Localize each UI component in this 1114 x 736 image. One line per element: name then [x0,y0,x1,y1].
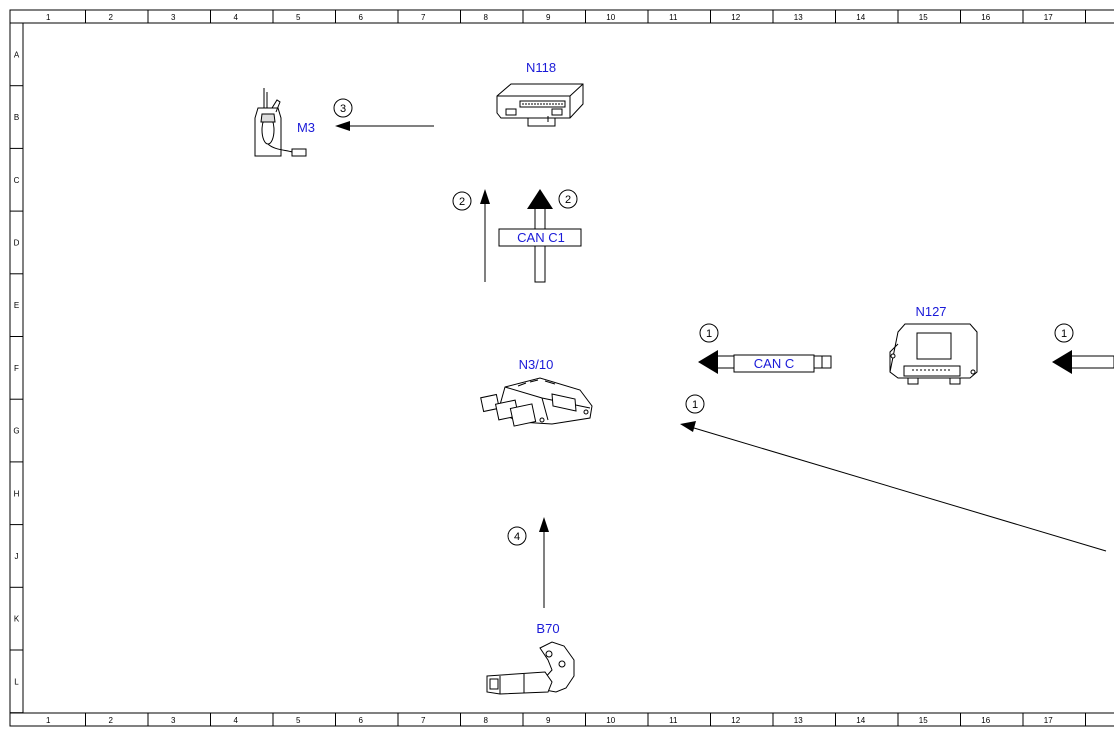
callout-3: 3 [333,98,353,118]
column-label: 9 [546,716,551,725]
row-label: K [14,615,20,624]
column-label: 7 [421,13,426,22]
column-label: 10 [606,716,615,725]
column-label: 3 [171,716,176,725]
n127-module[interactable]: N127 [889,304,978,385]
signal-arrow-b70-to-n3-10 [539,517,549,608]
column-label: 6 [359,716,364,725]
column-label: 7 [421,716,426,725]
column-label: 12 [731,13,740,22]
row-label: A [14,50,20,59]
callout-1-can-c-number: 1 [706,328,712,340]
column-label: 15 [919,13,928,22]
incoming-arrow-to-n127 [1052,350,1114,374]
column-label: 8 [484,13,489,22]
column-label: 4 [234,716,239,725]
n127-icon [889,323,978,385]
callout-1-right-number: 1 [1061,328,1067,340]
column-label: 2 [109,13,114,22]
n118-icon [496,83,584,127]
row-label: H [14,489,20,498]
callout-2-left-number: 2 [459,196,465,208]
column-label: 16 [981,716,990,725]
n127-label: N127 [915,304,946,319]
row-label: G [13,427,19,436]
m3-label: M3 [297,120,315,135]
b70-sensor[interactable]: B70 [486,621,575,695]
column-label: 3 [171,13,176,22]
column-label: 12 [731,716,740,725]
callout-1-right: 1 [1054,323,1074,343]
column-label: 6 [359,13,364,22]
column-label: 4 [234,13,239,22]
n3-10-label: N3/10 [519,357,554,372]
column-label: 17 [1044,13,1053,22]
column-label: 2 [109,716,114,725]
m3-component[interactable]: M3 [254,88,315,157]
frame [9,9,1114,727]
row-label: C [14,176,20,185]
can-c1-bus-arrow: CAN C1 [498,189,582,283]
n3-10-icon [480,377,593,427]
n118-label: N118 [526,60,556,75]
column-label: 15 [919,716,928,725]
callout-4-number: 4 [514,531,520,543]
n3-10-control-unit[interactable]: N3/10 [480,357,593,427]
row-label: J [15,552,19,561]
column-label: 16 [981,13,990,22]
can-c1-label: CAN C1 [517,230,565,245]
row-ruler: A B C D E F G H J K L [10,50,23,714]
callout-4: 4 [507,526,527,546]
row-label: B [14,113,19,122]
row-label: E [14,301,19,310]
callout-1-diagonal: 1 [685,394,705,414]
column-label: 11 [669,13,678,22]
b70-icon [486,641,575,695]
column-label: 13 [794,716,803,725]
callout-3-number: 3 [340,103,346,115]
signal-arrow-n118-to-m3 [335,121,434,131]
can-c-bus-arrow: CAN C [698,350,832,374]
column-label: 10 [606,13,615,22]
diagonal-signal-arrow [680,421,1107,552]
column-label: 5 [296,13,301,22]
signal-arrow-n3-10-to-n118 [480,189,490,282]
column-label: 17 [1044,716,1053,725]
column-label: 1 [46,716,51,725]
callout-2-right: 2 [558,189,578,209]
row-label: D [14,238,20,247]
n118-module[interactable]: N118 [496,60,584,127]
column-ruler: 1122334455667788991010111112121313141415… [46,10,1086,726]
column-label: 8 [484,716,489,725]
row-label: F [14,364,19,373]
callout-2-left: 2 [452,191,472,211]
can-c-label: CAN C [754,356,794,371]
column-label: 13 [794,13,803,22]
column-label: 1 [46,13,51,22]
callout-1-diagonal-number: 1 [692,399,698,411]
callout-2-right-number: 2 [565,194,571,206]
column-label: 9 [546,13,551,22]
callout-1-can-c: 1 [699,323,719,343]
column-label: 5 [296,716,301,725]
row-label: L [14,677,19,686]
column-label: 14 [856,13,865,22]
column-label: 14 [856,716,865,725]
b70-label: B70 [536,621,559,636]
column-label: 11 [669,716,678,725]
m3-icon [254,88,307,157]
